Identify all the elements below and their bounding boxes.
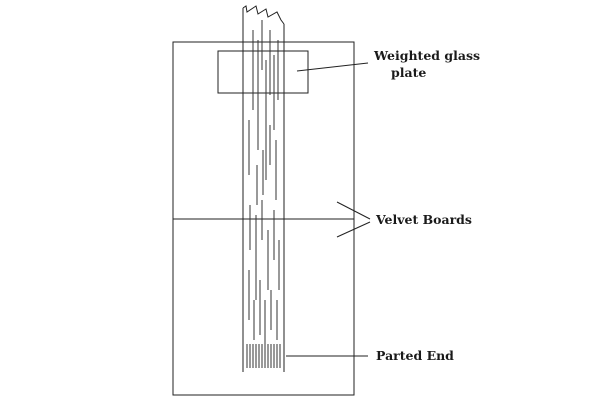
- fiber-strip-torn-top: [242, 5, 285, 25]
- parted-end-fringe: [246, 344, 281, 368]
- velvet-boards-label: Velvet Boards: [375, 212, 472, 227]
- glass-plate-label-line1: Weighted glass: [373, 48, 480, 63]
- weighted-glass-plate: [217, 50, 309, 94]
- parted-end-label: Parted End: [376, 348, 454, 363]
- velvet-boards-leader-line-lower: [336, 221, 371, 238]
- glass-plate-label-line2: plate: [391, 65, 426, 80]
- velvet-boards-leader-line-upper: [336, 201, 371, 220]
- fibers: [248, 20, 280, 345]
- glass-plate-leader-line: [296, 62, 369, 72]
